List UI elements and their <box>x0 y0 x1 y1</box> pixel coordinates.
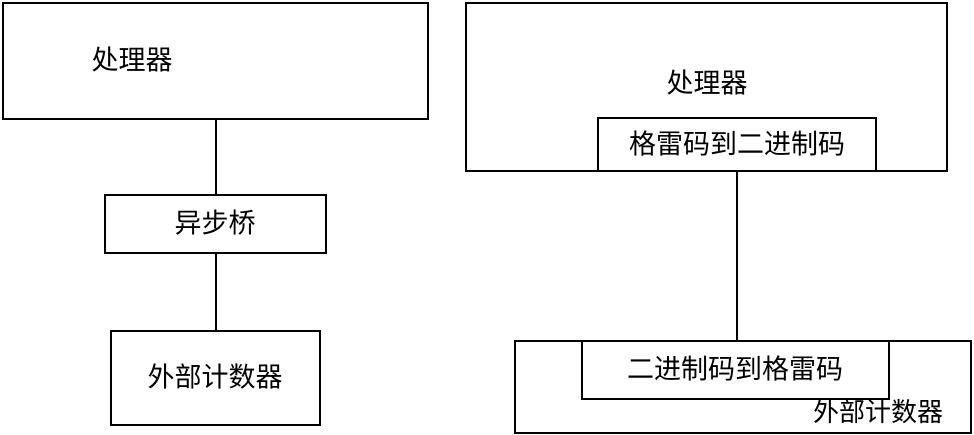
left-connector-bottom <box>215 254 217 330</box>
binary-to-gray-box <box>581 340 890 400</box>
left-external-counter-box <box>110 330 321 426</box>
right-connector <box>736 172 738 340</box>
left-processor-label: 处理器 <box>91 45 173 77</box>
gray-to-binary-box <box>597 117 877 172</box>
left-external-counter-label: 外部计数器 <box>147 362 283 394</box>
right-processor-label: 处理器 <box>666 68 748 100</box>
binary-to-gray-label: 二进制码到格雷码 <box>627 354 843 386</box>
gray-to-binary-label: 格雷码到二进制码 <box>629 129 845 161</box>
async-bridge-box <box>104 194 327 254</box>
left-connector-top <box>215 120 217 194</box>
async-bridge-label: 异步桥 <box>174 208 256 240</box>
left-processor-box <box>2 2 429 120</box>
right-external-counter-label: 外部计数器 <box>813 398 944 428</box>
